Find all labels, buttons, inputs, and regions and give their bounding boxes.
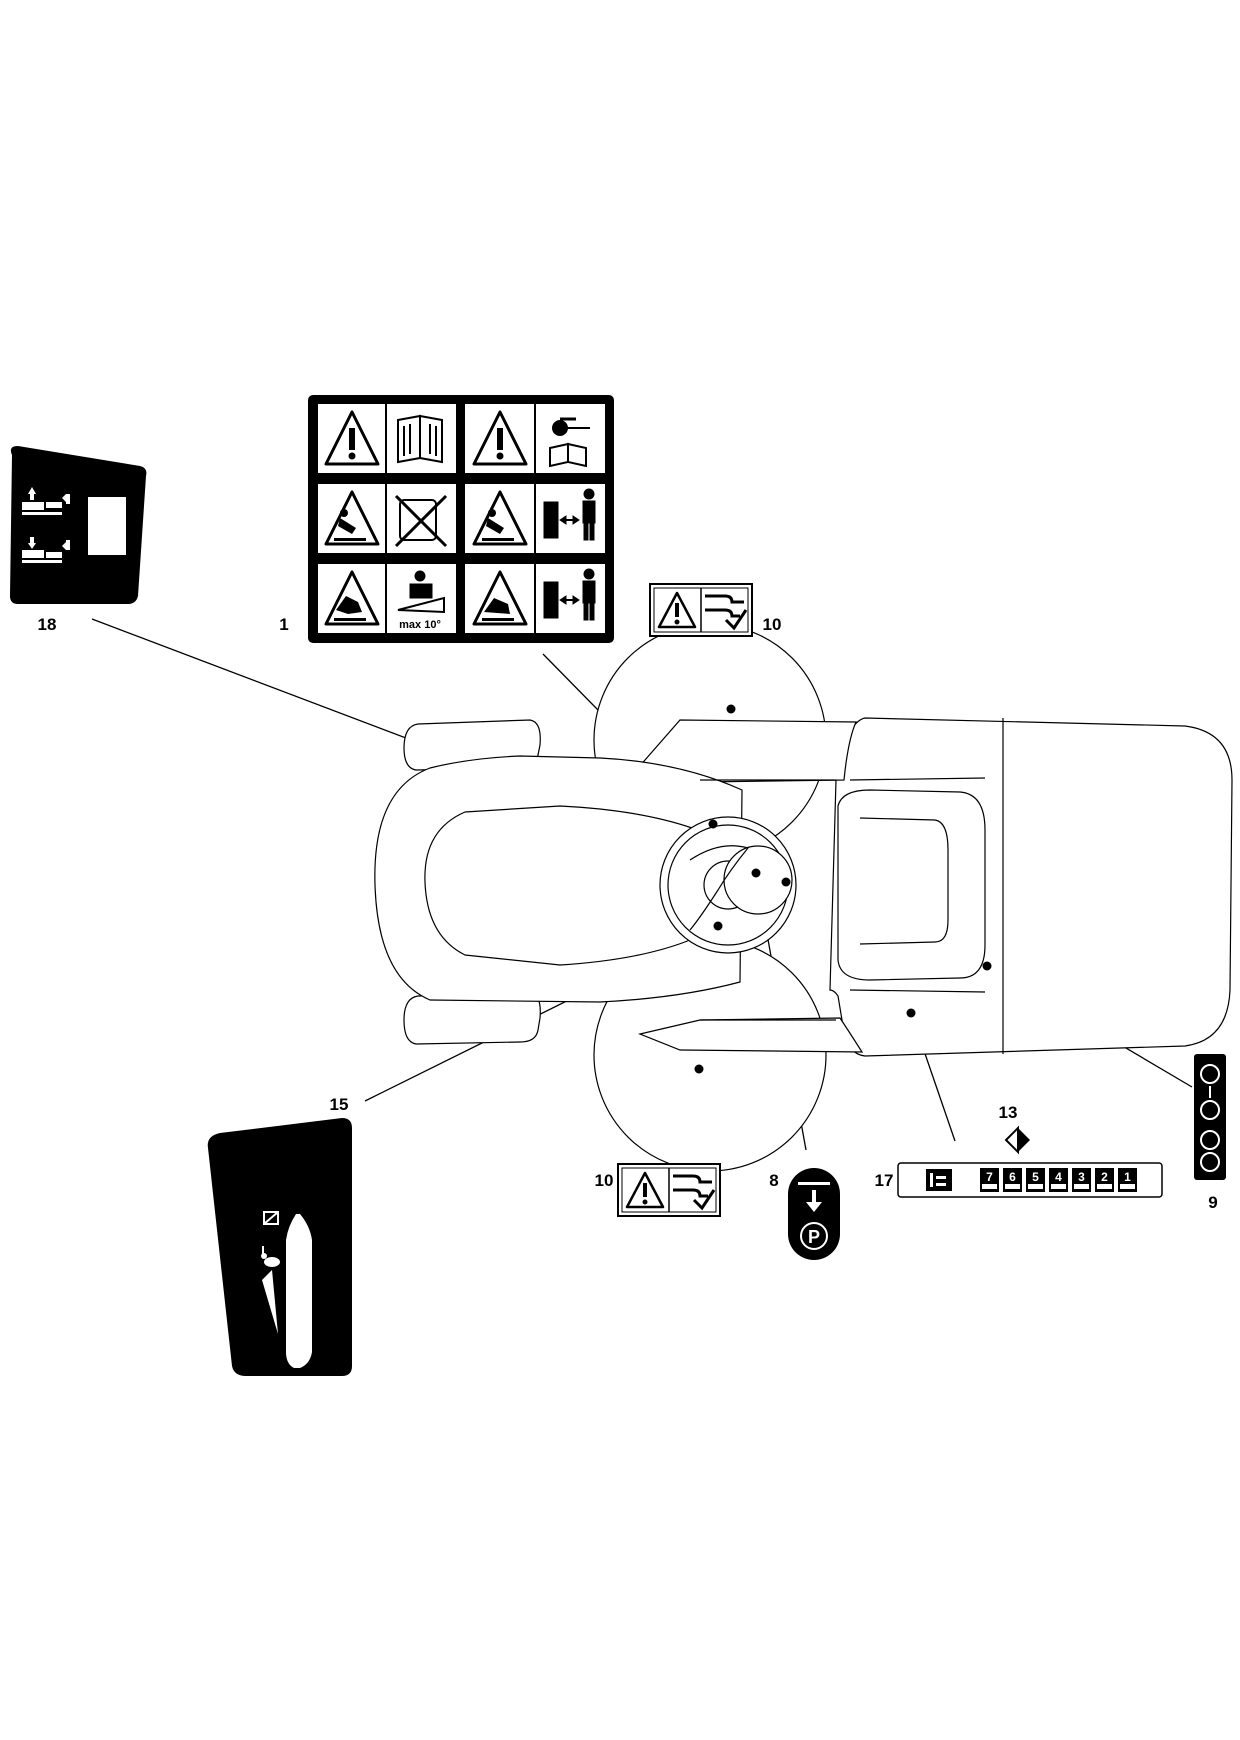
decal-18-lift-panel (10, 446, 147, 604)
slope-limit-text: max 10° (399, 619, 441, 631)
footboard-right (638, 1017, 864, 1053)
gear-label-3: 3 (1078, 1170, 1085, 1184)
callout-numbers: 18 1 10 15 13 10 8 17 9 (38, 615, 1218, 1212)
body-line-5 (849, 989, 986, 993)
decal-9-indicator (1194, 1054, 1226, 1180)
gear-label-2: 2 (1101, 1170, 1108, 1184)
hazard-person-icon (334, 509, 514, 621)
gear-label-6: 6 (1009, 1170, 1016, 1184)
dot-15 (713, 921, 723, 931)
gear-speed-bar-1 (1120, 1184, 1135, 1189)
gear-label-7: 7 (986, 1170, 993, 1184)
throttle-slot (286, 1214, 312, 1368)
dot-18 (708, 819, 718, 829)
gear-speed-bar-7 (982, 1184, 997, 1189)
decal-13-direction (1004, 1125, 1030, 1155)
body-line-4 (849, 777, 986, 781)
callout-10-top: 10 (763, 615, 782, 634)
callout-9: 9 (1208, 1193, 1217, 1212)
dot-10-bottom (694, 1064, 704, 1074)
footboard-left (636, 719, 857, 783)
lift-up-icon (22, 487, 70, 515)
gear-speed-bar-5 (1028, 1184, 1043, 1189)
speed-wedge-icon (262, 1270, 278, 1334)
decal-10-bottom (617, 1163, 721, 1217)
dot-17 (906, 1008, 916, 1018)
slope-icon (397, 570, 445, 614)
gear-speed-bar-4 (1051, 1184, 1066, 1189)
callout-18: 18 (38, 615, 57, 634)
blade-engage-icon (705, 594, 748, 631)
key-manual-icon (549, 417, 590, 468)
decal-15-throttle-panel (207, 1118, 352, 1376)
callout-8: 8 (769, 1171, 778, 1190)
gear-label-1: 1 (1124, 1170, 1131, 1184)
tractor-outline (374, 623, 1233, 1172)
seat-back (859, 817, 949, 945)
callout-15: 15 (330, 1095, 349, 1114)
keep-distance-icon (543, 488, 596, 621)
lift-window (88, 497, 126, 555)
dot-1 (781, 877, 791, 887)
dot-9 (982, 961, 992, 971)
choke-icon (263, 1211, 279, 1225)
decal-10-top (649, 583, 753, 637)
front-wheel-right (403, 992, 541, 1045)
callout-1: 1 (279, 615, 288, 634)
gear-speed-bar-3 (1074, 1184, 1089, 1189)
callout-10-bottom: 10 (595, 1171, 614, 1190)
gear-label-4: 4 (1055, 1170, 1062, 1184)
decal-8-parking-brake: P (788, 1168, 840, 1260)
parking-p-icon (800, 1222, 828, 1250)
gear-boxes: 7 6 5 4 3 2 1 (980, 1168, 1137, 1192)
tractor-speed-icon (926, 1169, 952, 1191)
decal-17-gear-strip: 7 6 5 4 3 2 1 (897, 1162, 1163, 1198)
leader-dots (694, 704, 992, 1074)
manual-book-icon (397, 414, 443, 464)
seat (837, 789, 986, 981)
decal-1-safety-panel: max 10° (308, 395, 614, 643)
hood-inner (424, 805, 693, 966)
no-passenger-icon (394, 494, 448, 548)
gear-speed-bar-6 (1005, 1184, 1020, 1189)
gear-speed-bar-2 (1097, 1184, 1112, 1189)
svg-text:P: P (808, 1227, 820, 1247)
dot-10-top (726, 704, 736, 714)
callout-17: 17 (875, 1171, 894, 1190)
blade-engage-icon (673, 1174, 716, 1211)
callout-13: 13 (999, 1103, 1018, 1122)
lift-down-icon (22, 537, 70, 563)
gear-label-5: 5 (1032, 1170, 1039, 1184)
arrow-down-icon (806, 1202, 822, 1212)
dash-dial (723, 845, 793, 915)
dot-8 (751, 868, 761, 878)
rabbit-icon (261, 1246, 280, 1267)
steering-spoke (689, 845, 750, 931)
